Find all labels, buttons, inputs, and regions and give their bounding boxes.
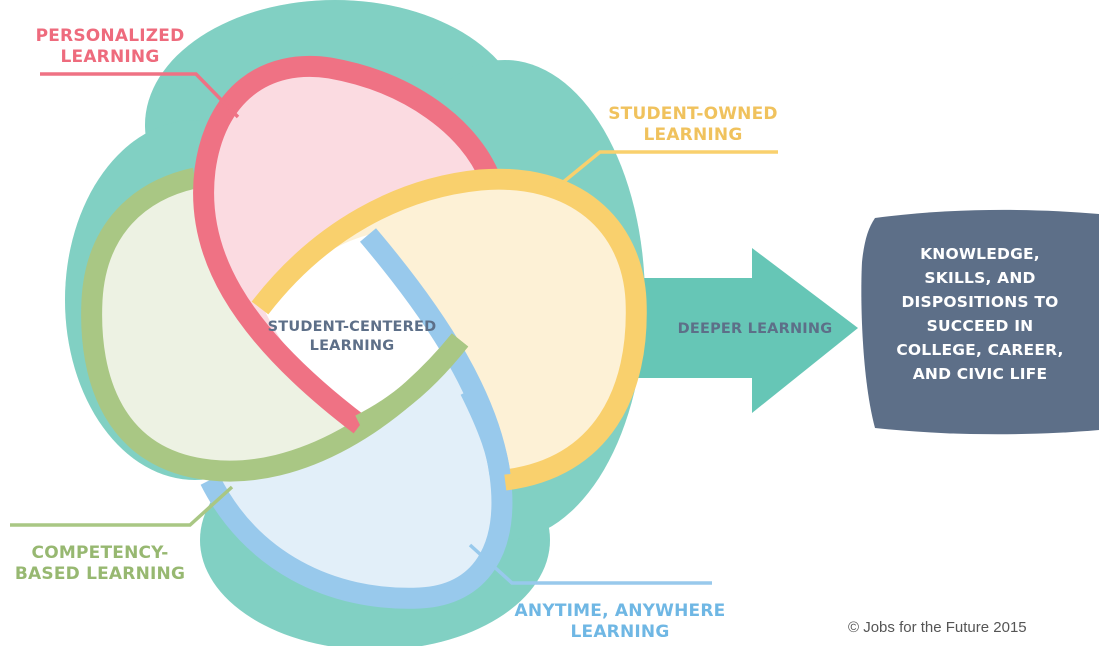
competency-leader-line bbox=[10, 485, 234, 527]
student-centered-learning-label: STUDENT-CENTERED LEARNING bbox=[267, 319, 437, 354]
personalized-leader-line bbox=[40, 72, 240, 119]
personalized-loop-fill bbox=[203, 67, 490, 420]
anytime-loop-overlap bbox=[460, 385, 511, 477]
deeper-learning-label: DEEPER LEARNING bbox=[677, 321, 833, 337]
outcome-box bbox=[861, 209, 1099, 435]
anytime-anywhere-learning-label: ANYTIME, ANYWHERE LEARNING bbox=[514, 601, 726, 642]
personalized-loop-stroke bbox=[193, 55, 500, 434]
personalized-learning-label: PERSONALIZED LEARNING bbox=[35, 26, 185, 67]
student-owned-loop-stroke bbox=[251, 168, 647, 491]
competency-loop-stroke bbox=[81, 167, 469, 482]
anytime-leader-line bbox=[468, 543, 712, 585]
copyright-notice: © Jobs for the Future 2015 bbox=[848, 619, 1027, 636]
student-owned-learning-label: STUDENT-OWNED LEARNING bbox=[608, 104, 778, 145]
competency-based-learning-label: COMPETENCY- BASED LEARNING bbox=[14, 543, 186, 584]
student-owned-leader-line bbox=[554, 150, 778, 190]
outcome-label: KNOWLEDGE, SKILLS, AND DISPOSITIONS TO S… bbox=[896, 245, 1064, 383]
anytime-loop-fill bbox=[210, 235, 502, 596]
competency-loop-overlap bbox=[355, 333, 469, 435]
